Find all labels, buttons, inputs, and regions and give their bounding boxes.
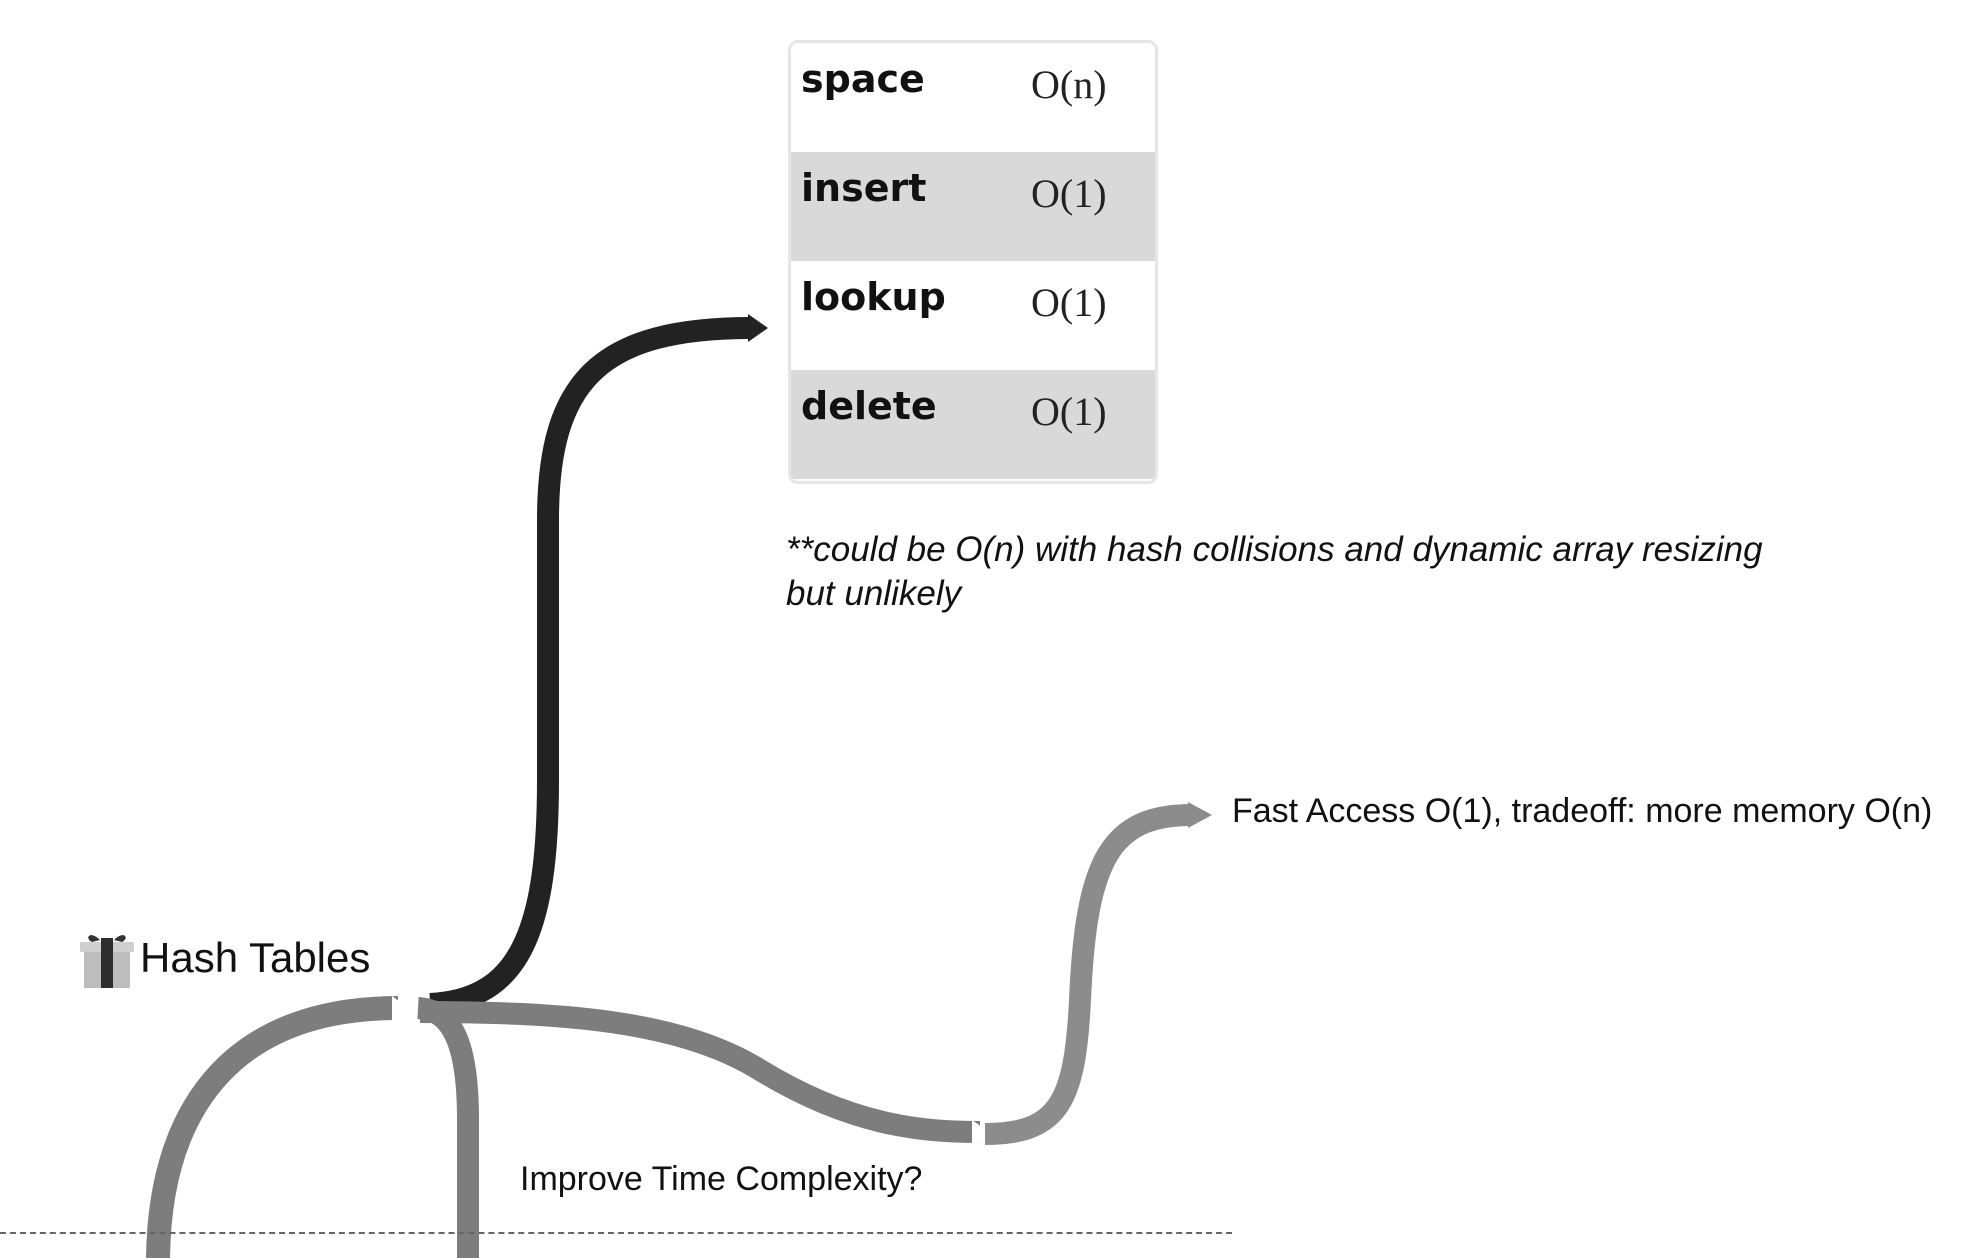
table-row: lookup O(1) — [791, 261, 1155, 370]
root-node[interactable]: Hash Tables — [78, 926, 370, 990]
branch-right — [419, 1001, 981, 1143]
root-node-label: Hash Tables — [140, 934, 371, 981]
branch-left-down — [146, 996, 399, 1258]
branch-arrow-table — [748, 314, 768, 342]
branch-to-fast-access — [984, 804, 1193, 1145]
table-row: insert O(1) — [791, 152, 1155, 261]
table-row: delete O(1) — [791, 370, 1155, 479]
table-op: delete — [801, 384, 937, 428]
table-row: space O(n) — [791, 43, 1155, 152]
branch-to-table — [429, 317, 753, 1015]
complexity-table: space O(n) insert O(1) lookup O(1) delet… — [788, 40, 1158, 484]
table-value: O(1) — [1031, 280, 1107, 325]
branch-joint-arrow — [972, 1120, 992, 1148]
gift-icon — [80, 935, 134, 988]
branch-center-down — [416, 997, 479, 1258]
table-value: O(n) — [1031, 62, 1107, 107]
table-op: insert — [801, 166, 927, 210]
table-value: O(1) — [1031, 171, 1107, 216]
improve-complexity-node[interactable]: Improve Time Complexity? — [520, 1160, 923, 1198]
table-value: O(1) — [1031, 389, 1107, 434]
table-op: lookup — [801, 275, 946, 319]
collision-note: **could be O(n) with hash collisions and… — [786, 530, 1763, 613]
root-joint-arrow — [392, 996, 414, 1028]
fast-access-node[interactable]: Fast Access O(1), tradeoff: more memory … — [1232, 792, 1933, 830]
section-divider — [0, 1232, 1232, 1234]
table-op: space — [801, 57, 925, 101]
branch-arrow-fast-access — [1188, 802, 1212, 828]
